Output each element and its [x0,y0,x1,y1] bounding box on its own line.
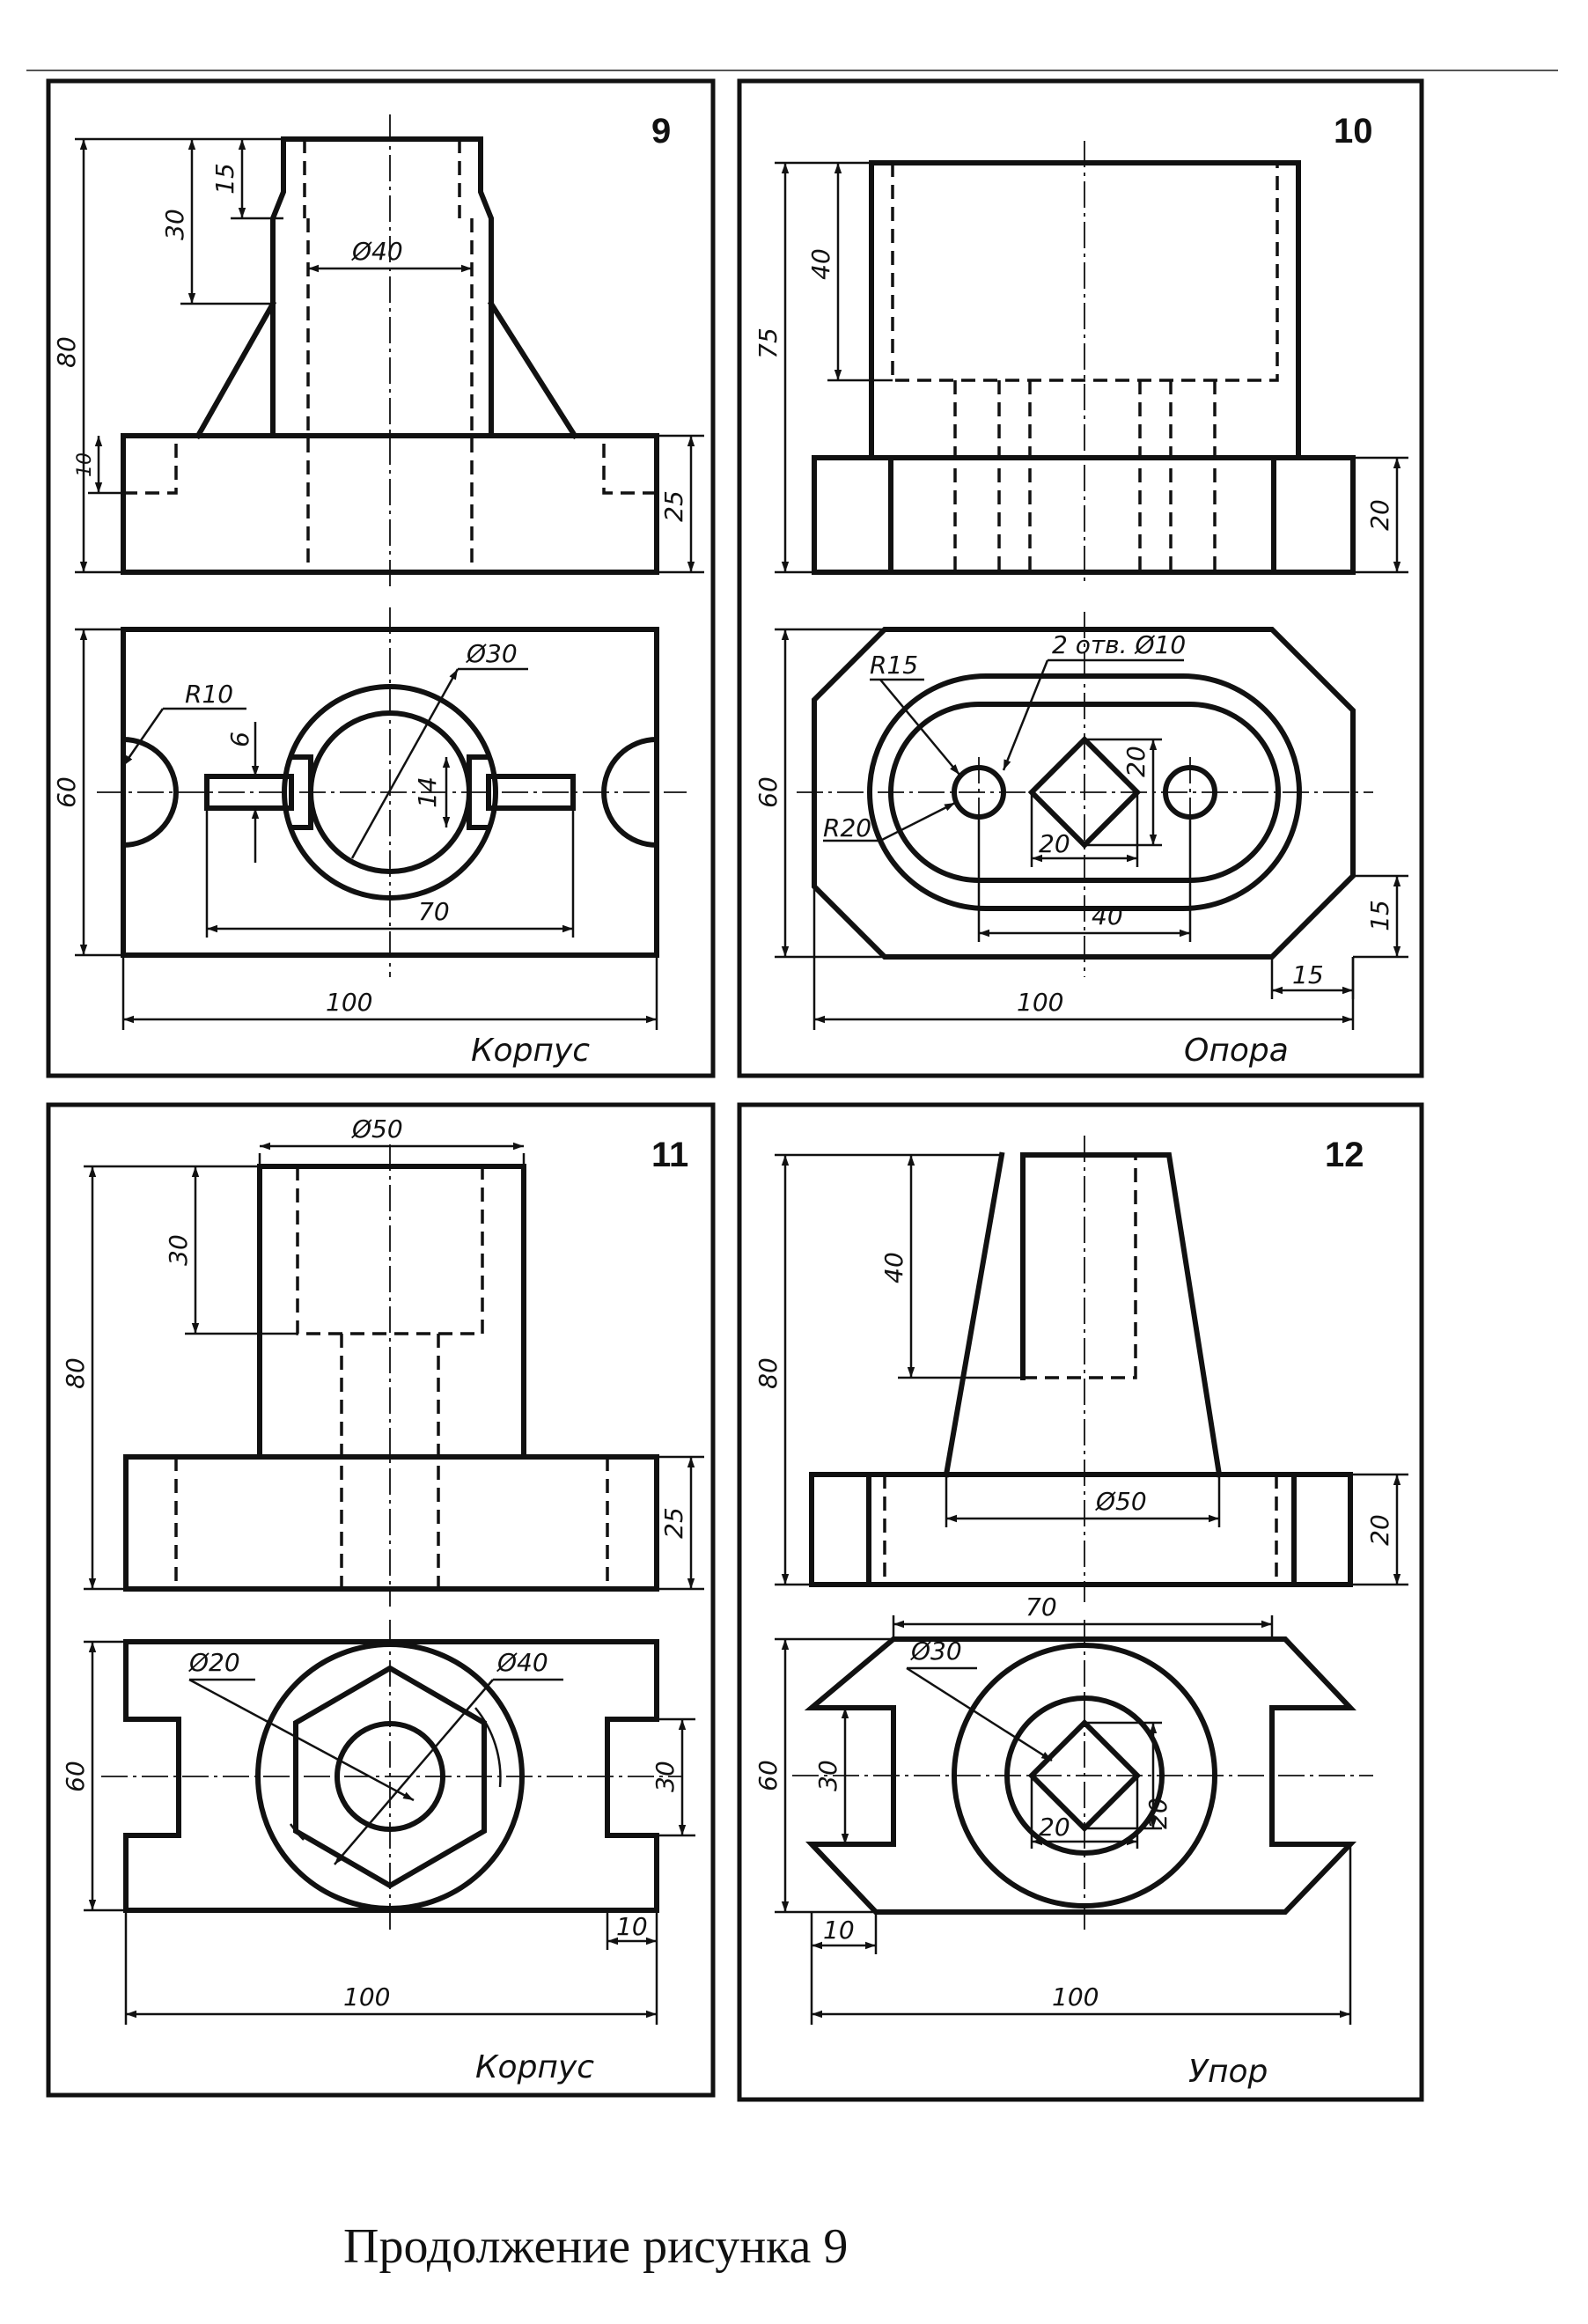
panel-10-dim-75: 75 [754,327,783,359]
panel-10: 10 75 40 20 [737,78,1424,1078]
panel-11-dim-30: 30 [164,1234,193,1266]
panel-12-part-name: Упор [1188,2054,1268,2090]
panel-12-dim-60: 60 [754,1760,783,1791]
panel-9: 9 80 30 15 Ø40 [46,78,716,1078]
panel-9-dim-30: 30 [160,209,189,240]
panel-12-dim-30: 30 [813,1760,842,1791]
panel-12-dim-s20b: 20 [1039,1813,1070,1842]
panel-11-dim-30w: 30 [651,1761,680,1792]
panel-12-top-outline [804,1636,1357,1915]
panel-9-dim-70: 70 [418,897,450,926]
panel-11-frame [46,1102,716,2098]
panel-11-dim-d50: Ø50 [351,1114,403,1144]
panel-9-dim-80: 80 [52,336,81,368]
panel-9-dim-100: 100 [326,988,372,1017]
panel-11-dim-80: 80 [61,1357,90,1389]
panel-11-dim-100: 100 [343,1982,390,2011]
panel-12-bore-hidden [1023,1155,1137,1379]
panel-9-frame [46,78,716,1078]
panel-9-dim-d30: Ø30 [466,639,518,668]
panel-10-part-name: Опора [1184,1033,1289,1069]
panel-12-dim-s20a: 20 [1143,1798,1173,1829]
panel-10-base [812,455,1356,575]
panel-11-dim-d20: Ø20 [188,1648,240,1677]
panel-9-dim-25: 25 [659,490,688,522]
panel-12-top-view: 70 Ø30 60 30 20 20 10 100 [754,1592,1373,2025]
panel-10-dim-60: 60 [754,776,783,808]
panel-10-frame [737,78,1424,1078]
panel-12-dim-80: 80 [754,1357,783,1389]
panel-11-top-view: 60 Ø20 Ø40 30 10 100 [61,1620,695,2025]
panel-11-dim-25: 25 [659,1507,688,1539]
panel-12-frame [737,1102,1424,2102]
panel-12-number: 12 [1325,1136,1364,1174]
panel-9-dim-d40: Ø40 [351,237,403,266]
panel-12-dim-70: 70 [1026,1592,1057,1622]
panel-12-dim-d30: Ø30 [910,1636,962,1666]
panel-10-dim-r20: R20 [823,813,871,842]
panel-9-rib-left [194,299,277,440]
panel-9-slot-right-hidden [602,436,657,495]
panel-9-rib-right [487,299,579,440]
panel-10-dim-s20b: 20 [1039,829,1070,858]
panel-12-base [809,1472,1353,1587]
panel-10-dim-c15b: 15 [1292,960,1324,989]
panel-12-dim-40: 40 [879,1252,908,1283]
panel-10-dim-c15a: 15 [1365,900,1394,931]
panel-12-dim-d50: Ø50 [1095,1487,1147,1516]
panel-11-arc-mark [474,1707,502,1788]
panel-9-dim-15: 15 [210,163,239,195]
panel-12-dim-20: 20 [1365,1514,1394,1546]
panel-12: 12 80 40 Ø50 20 [737,1102,1424,2102]
panel-10-dim-40w: 40 [1092,901,1123,930]
panel-9-notch-left [120,736,179,849]
panel-11-dim-60: 60 [61,1761,90,1792]
panel-10-front-view: 75 40 20 [754,141,1408,585]
panel-11-dim-d40: Ø40 [496,1648,548,1677]
panel-11-front-view: Ø50 80 30 25 [61,1114,704,1607]
panel-12-front-view: 80 40 Ø50 20 [754,1136,1408,1602]
panel-11: 11 Ø50 80 30 25 [46,1102,716,2098]
panel-10-number: 10 [1334,112,1373,151]
panel-9-dim-r10: R10 [185,680,233,709]
panel-12-cone [943,1151,1223,1478]
panel-12-dim-100: 100 [1052,1982,1099,2011]
panel-9-dim-10: 10 [74,452,96,477]
figure-caption: Продолжение рисунка 9 [343,2219,848,2274]
panel-10-dim-s20a: 20 [1121,746,1151,777]
panel-11-number: 11 [651,1136,688,1174]
panel-10-top-view: 60 2 отв. Ø10 R15 R20 20 20 40 1 [754,612,1408,1030]
panel-10-dim-20: 20 [1365,499,1394,531]
panel-9-dim-60: 60 [52,776,81,808]
panel-11-upper-body [257,1164,526,1460]
panel-9-number: 9 [651,112,671,151]
panel-10-dim-r15: R15 [870,651,918,680]
panel-9-dim-6: 6 [225,732,254,747]
panel-11-base [123,1454,659,1592]
panel-9-top-view: 60 R10 6 14 Ø30 70 100 [52,607,687,1030]
panel-11-dim-10: 10 [616,1912,648,1941]
panel-9-part-name: Корпус [471,1033,590,1069]
panel-9-dim-14: 14 [413,776,442,808]
panel-11-part-name: Корпус [475,2049,594,2085]
panel-10-cavity-hidden [891,163,1279,382]
panel-9-lug-right [486,774,576,811]
panel-10-dim-holes: 2 отв. Ø10 [1052,630,1186,659]
panel-10-dim-100: 100 [1017,988,1063,1017]
panel-9-slot-left-hidden [123,436,178,495]
panel-10-dim-40: 40 [806,248,835,280]
panel-9-front-view: 80 30 15 Ø40 10 25 [52,114,704,590]
panel-12-dim-10: 10 [823,1916,855,1945]
